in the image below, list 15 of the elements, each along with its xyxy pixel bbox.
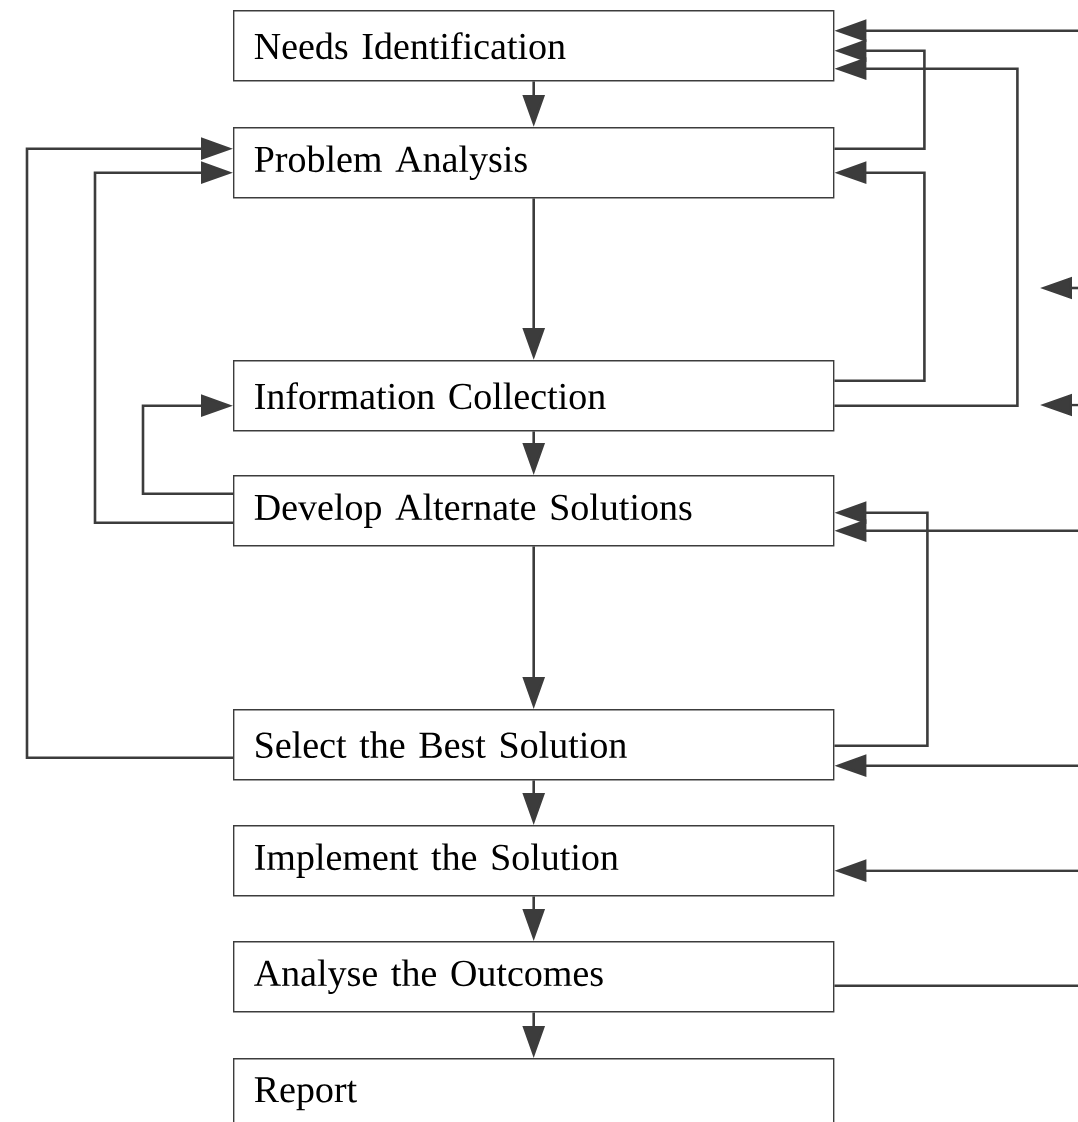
- arrow: [834, 39, 926, 150]
- process-box: Select the Best Solution: [233, 709, 835, 781]
- process-box: Implement the Solution: [233, 825, 835, 897]
- arrow: [141, 394, 233, 495]
- process-box: Information Collection: [233, 360, 835, 432]
- process-box: Needs Identification: [233, 10, 835, 82]
- process-box: Report: [233, 1058, 835, 1122]
- process-box: Analyse the Outcomes: [233, 941, 835, 1013]
- arrow: [834, 161, 926, 382]
- process-box: Problem Analysis: [233, 127, 835, 199]
- arrow: [834, 501, 929, 747]
- process-box: Develop Alternate Solutions: [233, 475, 835, 547]
- arrow: [834, 57, 1019, 407]
- arrow: [25, 137, 233, 759]
- arrow: [93, 161, 233, 524]
